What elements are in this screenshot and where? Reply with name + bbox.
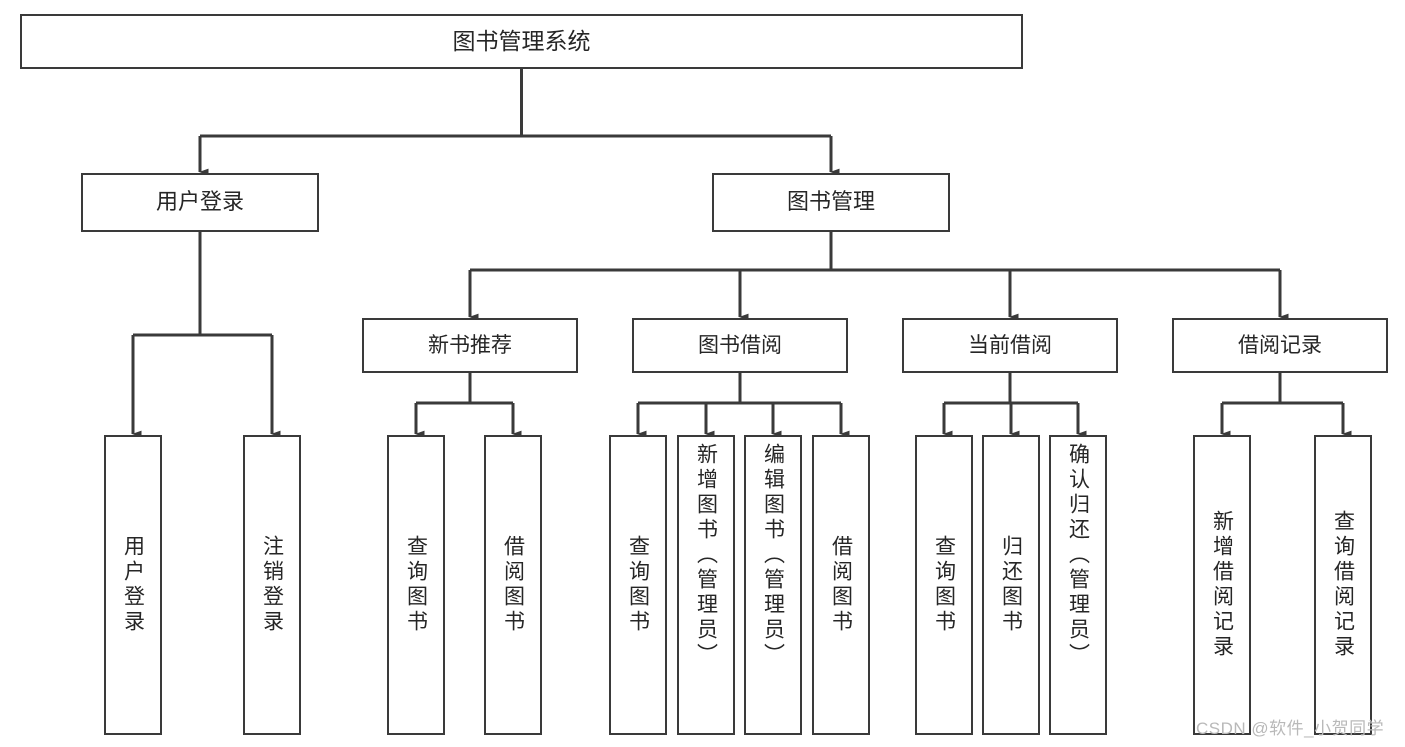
node-current-borrow[interactable]: 当前借阅	[902, 318, 1118, 373]
node-leaf-query-book-2[interactable]: 查询图书	[609, 435, 667, 735]
node-user-login[interactable]: 用户登录	[81, 173, 319, 232]
node-new-book-rec-label: 新书推荐	[428, 333, 512, 357]
node-leaf-confirm-return-label: 确认归还（管理员）	[1066, 443, 1090, 668]
node-root-label: 图书管理系统	[452, 27, 591, 54]
node-leaf-borrow-book-1-label: 借阅图书	[501, 535, 525, 635]
node-user-login-label: 用户登录	[155, 189, 244, 215]
node-leaf-edit-book[interactable]: 编辑图书（管理员）	[744, 435, 802, 735]
node-leaf-query-book-3[interactable]: 查询图书	[915, 435, 973, 735]
node-leaf-user-logout[interactable]: 注销登录	[243, 435, 301, 735]
node-root[interactable]: 图书管理系统	[20, 14, 1023, 69]
node-leaf-return-book-label: 归还图书	[999, 535, 1023, 635]
node-book-manage[interactable]: 图书管理	[712, 173, 950, 232]
node-leaf-query-record-label: 查询借阅记录	[1331, 510, 1355, 660]
node-book-borrow[interactable]: 图书借阅	[632, 318, 848, 373]
node-leaf-user-login-label: 用户登录	[121, 535, 145, 635]
node-leaf-borrow-book-2-label: 借阅图书	[829, 535, 853, 635]
node-leaf-query-record[interactable]: 查询借阅记录	[1314, 435, 1372, 735]
node-leaf-query-book-3-label: 查询图书	[932, 535, 956, 635]
csdn-watermark: CSDN @软件_小贺同学	[1196, 719, 1385, 738]
node-leaf-borrow-book-2[interactable]: 借阅图书	[812, 435, 870, 735]
node-current-borrow-label: 当前借阅	[968, 333, 1052, 357]
node-leaf-borrow-book-1[interactable]: 借阅图书	[484, 435, 542, 735]
node-borrow-record-label: 借阅记录	[1238, 333, 1322, 357]
node-leaf-user-logout-label: 注销登录	[260, 535, 284, 635]
node-leaf-query-book-1[interactable]: 查询图书	[387, 435, 445, 735]
node-leaf-user-login[interactable]: 用户登录	[104, 435, 162, 735]
node-leaf-add-book-label: 新增图书（管理员）	[694, 443, 718, 668]
node-leaf-query-book-1-label: 查询图书	[404, 535, 428, 635]
node-leaf-add-record-label: 新增借阅记录	[1210, 510, 1234, 660]
node-book-manage-label: 图书管理	[786, 189, 875, 215]
node-borrow-record[interactable]: 借阅记录	[1172, 318, 1388, 373]
node-leaf-add-record[interactable]: 新增借阅记录	[1193, 435, 1251, 735]
node-leaf-return-book[interactable]: 归还图书	[982, 435, 1040, 735]
node-leaf-add-book[interactable]: 新增图书（管理员）	[677, 435, 735, 735]
node-new-book-rec[interactable]: 新书推荐	[362, 318, 578, 373]
node-book-borrow-label: 图书借阅	[698, 333, 782, 357]
node-leaf-edit-book-label: 编辑图书（管理员）	[761, 443, 785, 668]
node-leaf-confirm-return[interactable]: 确认归还（管理员）	[1049, 435, 1107, 735]
node-leaf-query-book-2-label: 查询图书	[626, 535, 650, 635]
